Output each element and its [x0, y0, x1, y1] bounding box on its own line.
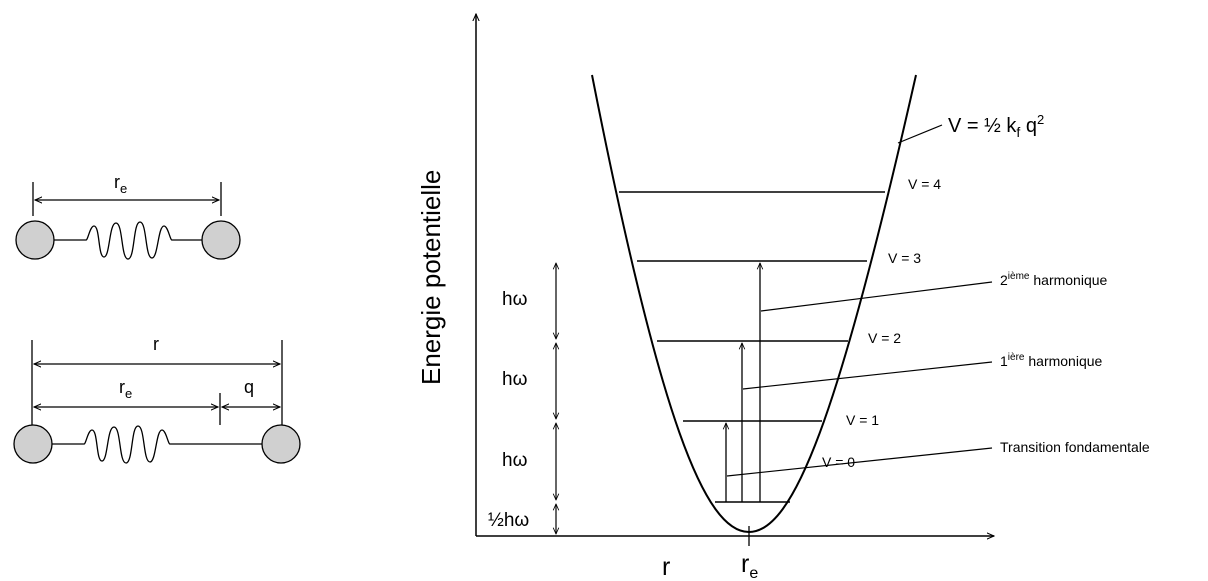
level-label-4: V = 4 [908, 176, 941, 192]
second-harmonic-label: 2ième harmonique [1000, 271, 1108, 288]
level-label-3: V = 3 [888, 250, 921, 266]
q-label: q [244, 377, 254, 397]
x-axis-re-label: re [741, 550, 758, 581]
spacing-label-1: hω [502, 450, 528, 471]
equation-callout-line [897, 124, 943, 144]
atom-left [15, 220, 55, 260]
fundamental-transition-label: Transition fondamentale [1000, 439, 1150, 455]
second-harmonic-callout-line [760, 281, 993, 312]
spacing-label-zero-point: ½hω [488, 510, 529, 531]
level-label-2: V = 2 [868, 330, 901, 346]
spring-bond [52, 425, 262, 464]
r-label: r [153, 334, 159, 354]
x-axis-r-label: r [662, 553, 670, 581]
spacing-label-2: hω [502, 369, 528, 390]
potential-equation: V = ½ kf q2 [948, 112, 1044, 140]
potential-energy-plot: Energie potentielle r re V = 0 V = 1 V =… [416, 14, 1150, 581]
first-harmonic-label: 1ière harmonique [1000, 352, 1103, 369]
atom-right [261, 424, 301, 464]
molecule-equilibrium: re [15, 172, 241, 260]
spring-bond [54, 221, 202, 260]
atom-right [201, 220, 241, 260]
re-label-bottom: re [119, 377, 132, 401]
molecule-stretched: r re q [13, 334, 301, 464]
level-label-0: V = 0 [822, 454, 855, 470]
first-harmonic-callout-line [742, 361, 993, 390]
potential-well-curve [591, 74, 917, 534]
spacing-label-3: hω [502, 289, 528, 310]
fundamental-callout-line [726, 447, 993, 477]
atom-left [13, 424, 53, 464]
re-label: re [114, 172, 127, 196]
y-axis-label: Energie potentielle [416, 170, 446, 385]
level-label-1: V = 1 [846, 412, 879, 428]
